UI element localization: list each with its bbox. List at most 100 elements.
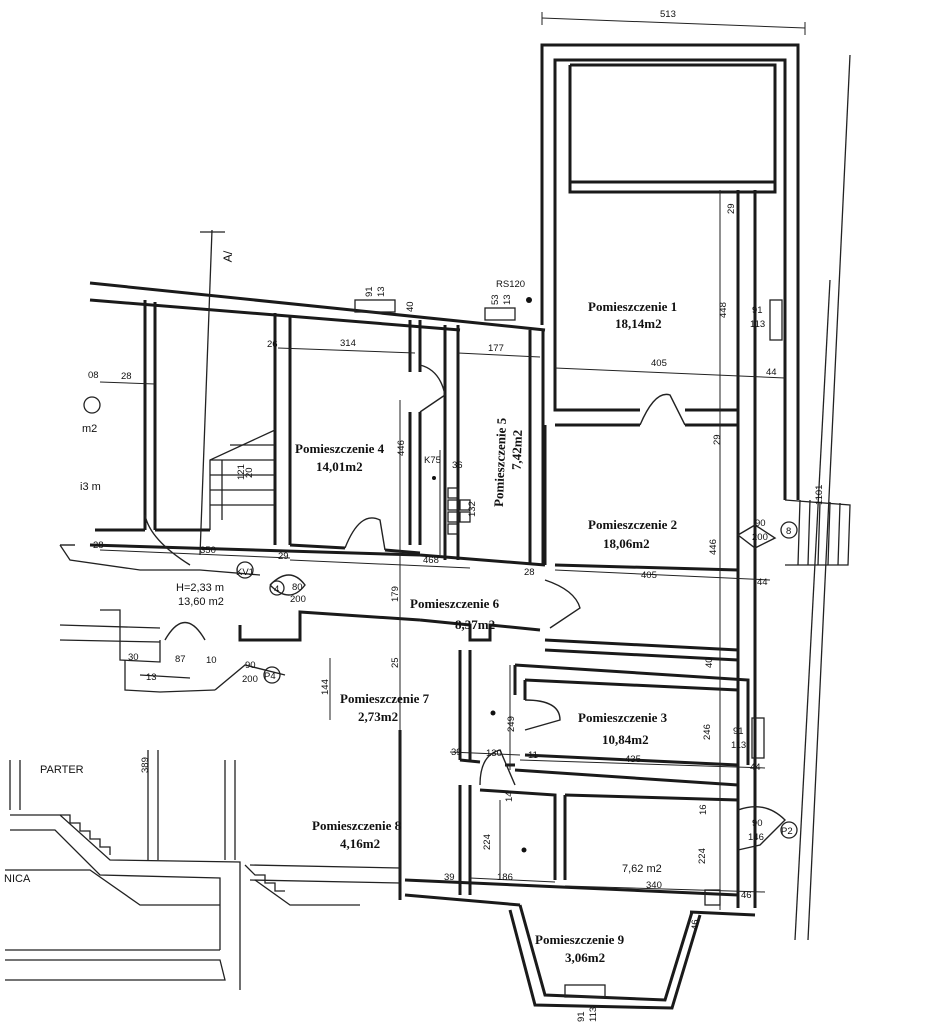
room-labels: Pomieszczenie 1 18,14m2 Pomieszczenie 2 … [80,299,677,965]
dim-389: 389 [140,757,151,773]
dim-30: 30 [128,652,139,663]
dim-40a: 40 [405,301,416,312]
dim-446a: 446 [396,440,407,456]
dim-513: 513 [660,9,676,20]
win-2: 53 [490,294,501,305]
dim-44c: 44 [750,762,761,773]
door-p1-bot: 200 [242,674,258,685]
dim-28b: 28 [93,540,104,551]
dim-29b: 29 [712,434,723,445]
door-swings [60,364,786,851]
room-5-area: 7,42m2 [509,430,525,471]
point-markers [432,297,532,853]
dim-179: 179 [390,586,401,602]
kv-label: KV1 [236,567,254,578]
dim-16: 16 [698,804,709,815]
dimension-text: 513 314 177 405 405 435 340 186 468 350 … [88,9,825,930]
misc-labels: A/ PARTER NICA RS120 K75 KV1 [4,250,525,885]
room-9-name: Pomieszczenie 9 [535,932,625,947]
win-1: 91 [364,286,375,297]
door-p4-top: 80 [292,582,303,593]
room-4-name: Pomieszczenie 4 [295,441,385,456]
dimension-lines [99,12,806,910]
dim-20: 20 [244,467,255,478]
dim-435: 435 [625,754,641,765]
win-1b: 13 [376,286,387,297]
win-3: 91 [752,305,763,316]
room-1-name: Pomieszczenie 1 [588,299,677,314]
room-5-name: Pomieszczenie 5 [491,417,509,507]
room-3-area: 10,84m2 [602,732,649,747]
win-5: 113 [588,1007,599,1022]
dim-132: 132 [467,501,478,517]
extra-area: 7,62 m2 [622,863,662,875]
stair-area: 13,60 m2 [178,596,224,608]
room-2-area: 18,06m2 [603,536,650,551]
dim-468: 468 [423,555,439,566]
dim-87: 87 [175,654,186,665]
win-4b: 113 [731,740,746,751]
dim-177: 177 [488,343,504,354]
door-p4-tag: 4 [274,584,279,595]
dim-350: 350 [200,545,216,556]
dim-144: 144 [320,679,331,695]
room-8-area: 4,16m2 [340,836,380,851]
door-p2-bot: 146 [748,832,764,843]
dim-121: 121 [236,464,247,480]
dim-14: 14 [504,791,515,802]
dim-224a: 224 [482,834,493,850]
win-5b: 91 [576,1011,587,1022]
room-2-name: Pomieszczenie 2 [588,517,677,532]
door-p1-top: 90 [245,660,256,671]
room-7-name: Pomieszczenie 7 [340,691,430,706]
dim-186: 186 [497,872,513,883]
room-9-area: 3,06m2 [565,950,605,965]
dim-29a: 29 [726,203,737,214]
dim-448: 448 [718,302,729,318]
dim-1101: 1101 [814,485,825,505]
dim-08: 08 [88,370,99,381]
dim-11: 11 [528,750,538,761]
stair-height: H=2,33 m [176,582,224,594]
rs-label: RS120 [496,279,525,290]
dim-405a: 405 [651,358,667,369]
dim-10: 10 [206,655,217,666]
dim-28c: 28 [524,567,535,578]
dim-40b: 40 [704,657,715,668]
door-p3-tag: 8 [786,526,791,537]
win-4: 91 [733,726,744,737]
room-1-area: 18,14m2 [615,316,662,331]
room-8-name: Pomieszczenie 8 [312,818,402,833]
room-7-area: 2,73m2 [358,709,398,724]
win-3b: 113 [750,319,765,330]
door-p2-top: 90 [752,818,763,829]
dim-36: 36 [452,460,463,471]
room-4-area: 14,01m2 [316,459,363,474]
dim-314: 314 [340,338,356,349]
dim-405b: 405 [641,570,657,581]
dim-246: 246 [702,724,713,740]
dim-340: 340 [646,880,662,891]
section-marker: A/ [221,250,235,262]
left-height: i3 m [80,481,101,493]
dim-44b: 44 [757,577,768,588]
door-tags: 90 200 P4 90 146 P2 90 200 8 80 200 4 [83,396,798,843]
floor-label: PARTER [40,764,84,776]
door-p1-tag: P4 [264,671,276,682]
dim-446b: 446 [708,539,719,555]
windows [354,299,783,998]
dim-25: 25 [390,657,401,668]
door-p2-tag: P2 [781,826,793,837]
room-6-name: Pomieszczenie 6 [410,596,500,611]
dim-44a: 44 [766,367,777,378]
door-p3-bot: 200 [752,532,768,543]
win-2b: 13 [502,294,513,305]
dim-249: 249 [506,716,517,732]
dim-39b: 39 [444,872,455,883]
dim-28a: 28 [121,371,132,382]
door-p3-top: 90 [755,518,766,529]
dim-130: 130 [486,748,502,759]
room-6-area: 8,37m2 [455,617,495,632]
dim-46a: 46 [741,890,752,901]
